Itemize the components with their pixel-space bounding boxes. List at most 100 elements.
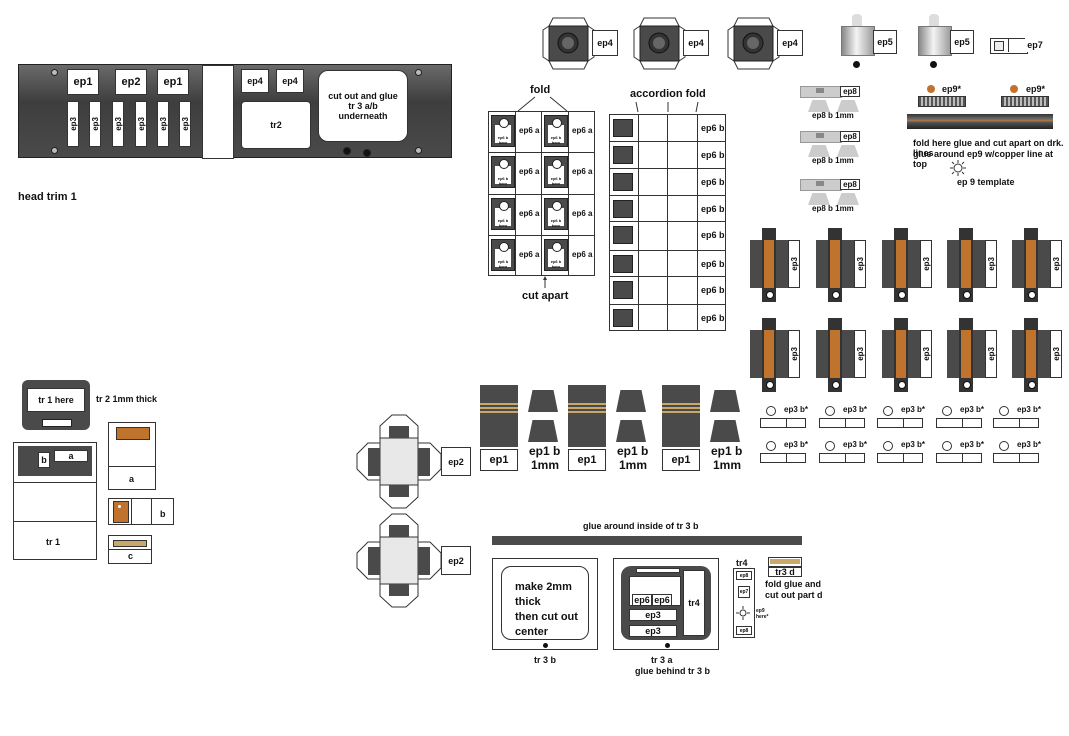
bolt <box>415 69 422 76</box>
ep1b-cap <box>528 390 558 412</box>
ep3b-circle <box>999 441 1009 451</box>
ep3b-circle <box>999 406 1009 416</box>
tr3-glue-strip <box>492 536 802 545</box>
ep3b-circle <box>825 406 835 416</box>
ep1b-cap <box>616 390 646 412</box>
ep3b-circle <box>883 406 893 416</box>
ep4-box-net <box>727 17 780 70</box>
ep9-label: ep9* <box>942 84 962 94</box>
ep8-caption: ep8 b 1mm <box>812 156 854 165</box>
ep3-hole <box>832 291 840 299</box>
ep6-hole <box>552 241 562 252</box>
ep6b-note: ep6 b here <box>497 176 509 187</box>
ep6b-note: ep6 b here <box>550 258 562 269</box>
accordion-row-label: ep6 b <box>701 177 725 187</box>
panel-ep3: ep3 <box>157 101 169 147</box>
part-a-sheet <box>108 422 156 490</box>
ep5-label: ep5 <box>950 30 974 54</box>
tr3d-note: cut out part d <box>765 590 823 600</box>
ep6-part: ep6 b here <box>544 156 568 189</box>
cutout-note: cut out and glue tr 3 a/b underneath <box>318 70 408 142</box>
ep3b-divider <box>1019 418 1020 428</box>
divider <box>151 498 152 525</box>
tr4-strip <box>733 568 755 638</box>
ep3-copper <box>764 330 774 378</box>
accordion-arrows <box>635 101 699 113</box>
cut-arrow <box>543 276 547 288</box>
ep3-hole <box>963 381 971 389</box>
ep3b-divider <box>845 453 846 463</box>
ep3b-label: ep3 b* <box>1017 405 1042 414</box>
tr3d-tan <box>770 559 800 564</box>
ep3b-divider <box>903 453 904 463</box>
ep5-dot <box>853 61 860 68</box>
bolt <box>51 147 58 154</box>
ep6a-label: ep6 a <box>572 126 593 135</box>
tr3b-sheet <box>492 558 598 650</box>
col-divider <box>541 111 542 276</box>
panel-ep1: ep1 <box>67 69 99 95</box>
panel-ep4: ep4 <box>276 69 304 93</box>
tr3a-top-slot <box>636 568 680 573</box>
tr1-divider <box>13 482 97 483</box>
ep3b-strip <box>877 453 923 463</box>
ep3b-label: ep3 b* <box>784 405 809 414</box>
ep3-copper <box>896 240 906 288</box>
ep3-tower-label: ep3 <box>920 330 932 378</box>
ep3b-strip <box>993 418 1039 428</box>
ep6-part: ep6 b here <box>544 115 568 147</box>
ep3-tower-text: ep3 <box>986 257 996 271</box>
ep3b-circle <box>825 441 835 451</box>
divider <box>108 466 156 467</box>
ep2-label: ep2 <box>441 546 471 575</box>
ep9-template-icon <box>950 160 966 176</box>
ep3b-strip <box>936 418 982 428</box>
ep3-copper <box>1026 240 1036 288</box>
ep6b-note: ep6 b here <box>550 176 562 187</box>
tr3d-label: tr3 d <box>768 567 802 577</box>
part-b-copper <box>113 501 129 523</box>
ep6-window <box>548 248 564 267</box>
ep5-dot <box>930 61 937 68</box>
ep1b-mm: 1mm <box>619 458 648 472</box>
part-b-label: b <box>160 509 166 519</box>
tr1-slot <box>42 419 72 427</box>
jack-hole <box>343 147 351 155</box>
ep9-strip <box>918 96 966 107</box>
tr4-ep8: ep8 <box>736 626 752 635</box>
ep6b-note: ep6 b here <box>497 135 509 145</box>
tr4-ep9-here: ep9 here* <box>756 608 769 620</box>
tr1-label: tr 1 <box>46 537 61 547</box>
ep6b-square <box>613 173 633 191</box>
ep6-window <box>495 248 511 267</box>
tr3b-note-line: then cut out <box>515 611 578 623</box>
ep3-tower-label: ep3 <box>854 240 866 288</box>
ep3-hole <box>766 381 774 389</box>
part-b-sheet <box>108 498 174 525</box>
ep8-label: ep8 <box>840 86 860 97</box>
ep3b-divider <box>962 453 963 463</box>
ep9-copper-dot <box>1010 85 1018 93</box>
ep1b-cap <box>710 390 740 412</box>
ep6a-label: ep6 a <box>572 208 593 218</box>
ep6-hole <box>499 241 509 252</box>
ep3-tower-text: ep3 <box>986 347 996 361</box>
ep6a-label: ep6 a <box>572 249 593 259</box>
ep3-hole <box>898 381 906 389</box>
ep6-part: ep6 b here <box>491 238 515 271</box>
accordion-label: accordion fold <box>630 88 706 100</box>
ep3-hole <box>898 291 906 299</box>
ep3b-label: ep3 b* <box>843 405 868 414</box>
ep2-label: ep2 <box>441 447 471 476</box>
head-trim-caption: head trim 1 <box>18 191 77 203</box>
tr1-b: b <box>38 452 50 468</box>
ep8-caption: ep8 b 1mm <box>812 111 854 120</box>
ep3b-divider <box>786 453 787 463</box>
ep8-dots <box>816 88 824 93</box>
tr2-note: tr 2 1mm thick <box>96 394 158 404</box>
ep3-copper <box>961 240 971 288</box>
ep3-tower-label: ep3 <box>788 330 800 378</box>
ep9-strip <box>1001 96 1049 107</box>
ep5-cylinder <box>918 26 952 56</box>
ep6-window <box>495 207 511 226</box>
